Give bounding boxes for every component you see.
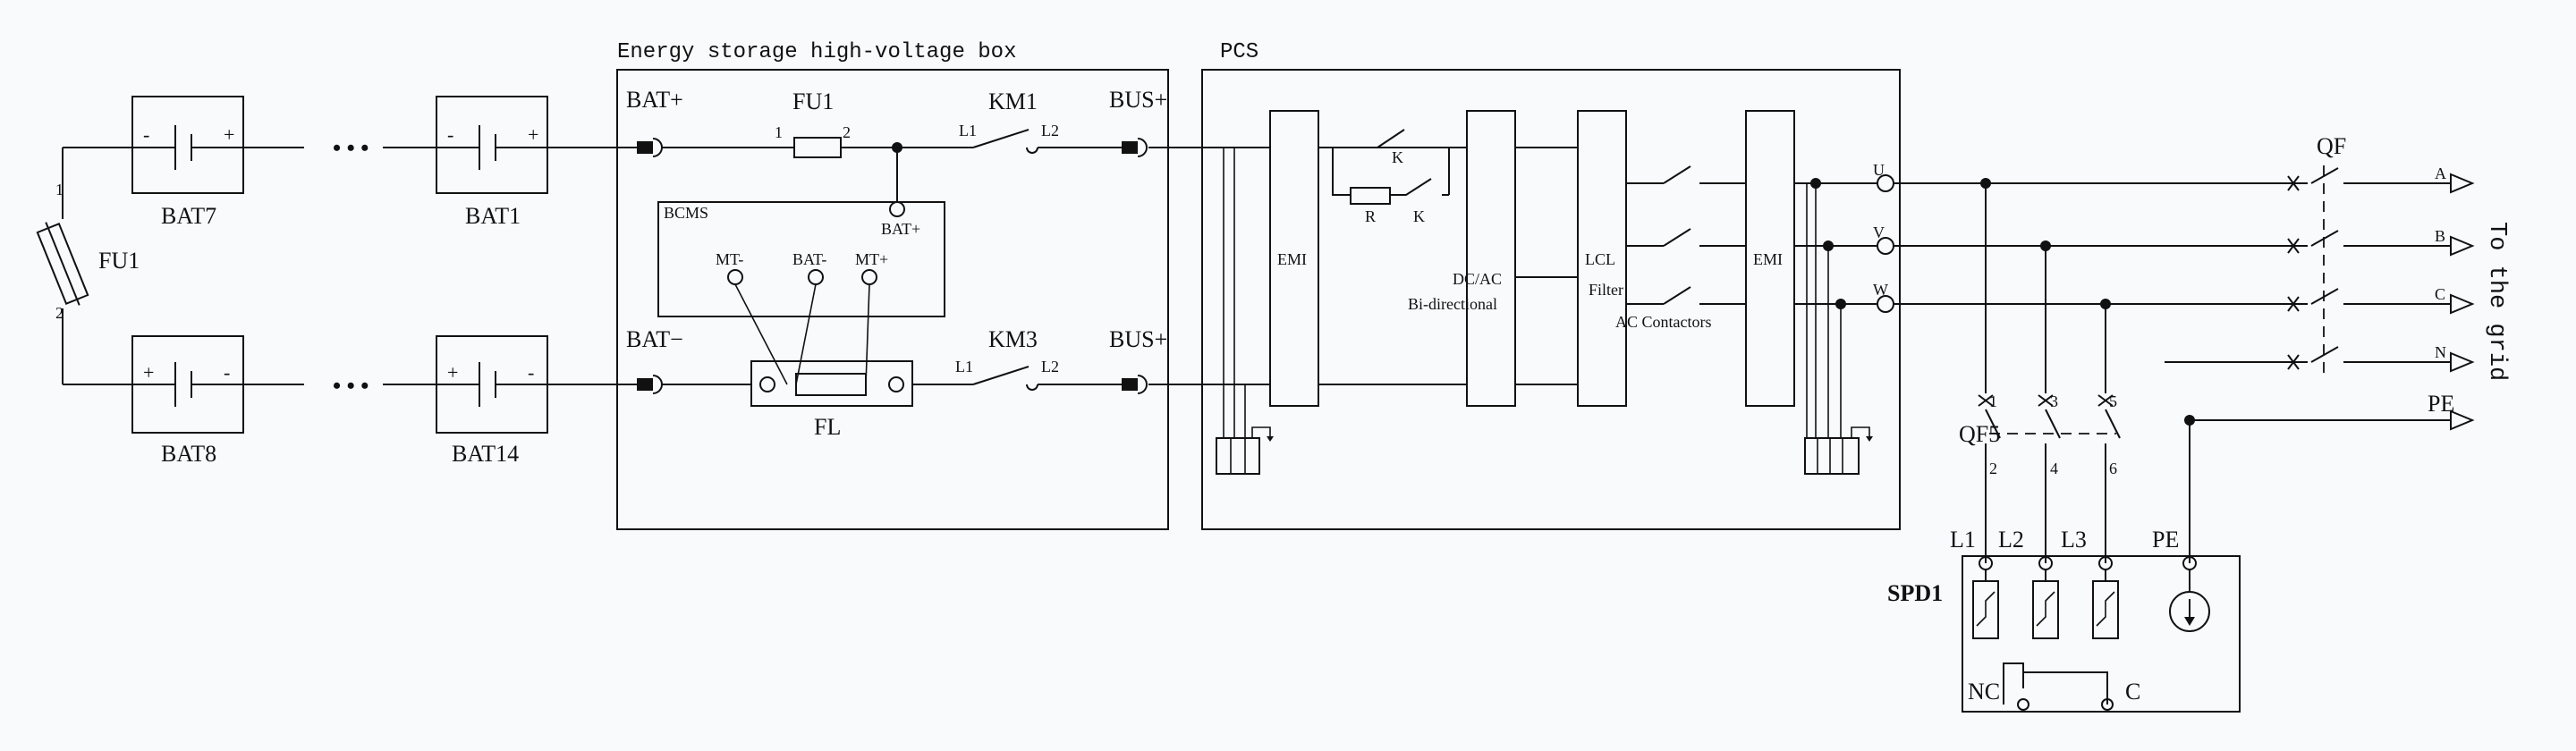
mt-plus-label: MT+: [855, 250, 888, 268]
breaker-qf5: [1978, 183, 2121, 563]
fu1-label: FU1: [792, 89, 834, 114]
fuse-fu1-left: [36, 222, 89, 306]
bat1-label: BAT1: [465, 203, 521, 229]
emi1-label: EMI: [1277, 250, 1307, 268]
pcs-unit: PCS EMI K: [1148, 40, 1901, 530]
battery-bat1: - +: [436, 96, 548, 194]
filter-label: Filter: [1589, 281, 1623, 299]
ac-contactors-label: AC Contactors: [1615, 313, 1712, 331]
qf5-pin1: 1: [1989, 392, 1997, 410]
shunt-fl: [734, 283, 913, 407]
ground-filter-right: [1804, 426, 1873, 475]
svg-text:+: +: [528, 123, 538, 146]
high-voltage-box: Energy storage high-voltage box BAT+ BAT…: [616, 40, 1169, 530]
bat14-label: BAT14: [452, 441, 519, 467]
grid-connection: QF A B C N PE To the grid QF5: [1887, 133, 2510, 713]
bat8-label: BAT8: [161, 441, 216, 467]
mt-minus-label: MT-: [716, 250, 743, 268]
phase-c-label: C: [2435, 285, 2445, 303]
qf5-pin2: 2: [1989, 460, 1997, 477]
fuse-fu1: [793, 137, 842, 158]
km1-l1: L1: [959, 122, 977, 139]
bus-plus-bottom-label: BUS+: [1109, 326, 1167, 352]
svg-text:+: +: [143, 361, 154, 384]
km1-label: KM1: [988, 89, 1038, 114]
battery-string: 1 2 FU1 - + BAT7 - + BAT1: [36, 96, 637, 467]
breaker-qf: [2287, 165, 2451, 376]
battery-bat14: + -: [436, 335, 548, 434]
u-label: U: [1873, 161, 1885, 179]
bidirectional-label: Bi-directional: [1408, 295, 1497, 313]
nc-label: NC: [1968, 679, 2000, 705]
qf5-pin6: 6: [2109, 460, 2117, 477]
bat7-label: BAT7: [161, 203, 216, 229]
fu1-pin1: 1: [775, 123, 783, 141]
fl-label: FL: [814, 414, 841, 440]
svg-text:+: +: [224, 123, 234, 146]
fu1-left-pin1-label: 1: [55, 181, 64, 198]
hv-box-title: Energy storage high-voltage box: [617, 40, 1016, 64]
qf5-pin5: 5: [2109, 392, 2117, 410]
km3-label: KM3: [988, 326, 1038, 352]
r-label: R: [1365, 207, 1376, 225]
v-label: V: [1873, 224, 1885, 241]
km3-l1: L1: [955, 358, 973, 376]
bat-minus-label: BAT−: [626, 326, 683, 352]
svg-text:-: -: [224, 361, 230, 384]
to-grid-label: To the grid: [2483, 222, 2510, 381]
battery-bat7: - +: [131, 96, 244, 194]
contactor-km1: [972, 129, 1122, 154]
qf5-pin4: 4: [2050, 460, 2058, 477]
bcms-bat-plus: BAT+: [881, 220, 920, 238]
precharge-network: [1332, 129, 1450, 205]
phase-b-label: B: [2435, 227, 2445, 245]
spd-l1-label: L1: [1950, 527, 1976, 553]
spd-l2-label: L2: [1998, 527, 2024, 553]
fu1-left-label: FU1: [98, 248, 140, 274]
ellipsis-bottom: • • •: [333, 373, 369, 399]
surge-protector-spd1: [1962, 555, 2241, 713]
fu1-pin2: 2: [843, 123, 851, 141]
svg-text:-: -: [143, 123, 149, 146]
ac-contactors: [1626, 165, 1746, 305]
c-terminal-label: C: [2125, 679, 2140, 705]
contactor-km3: [972, 366, 1122, 391]
svg-text:-: -: [528, 361, 534, 384]
dcac-label: DC/AC: [1453, 270, 1502, 288]
spd-l3-label: L3: [2061, 527, 2087, 553]
svg-text:-: -: [447, 123, 453, 146]
fu1-left-pin2-label: 2: [55, 304, 64, 322]
emi-filter-2: [1745, 110, 1795, 407]
lcl-filter: [1577, 110, 1627, 407]
phase-a-label: A: [2435, 165, 2446, 182]
qf-label: QF: [2317, 133, 2346, 159]
svg-text:+: +: [447, 361, 458, 384]
ellipsis-top: • • •: [333, 135, 369, 161]
neutral-label: N: [2435, 343, 2446, 361]
w-label: W: [1873, 281, 1888, 299]
pe-label: PE: [2428, 391, 2454, 417]
k1-label: K: [1392, 148, 1403, 166]
dcac-converter: [1466, 110, 1516, 407]
lcl-label: LCL: [1585, 250, 1615, 268]
bcms-label: BCMS: [664, 204, 708, 222]
battery-bat8: + -: [131, 335, 244, 434]
bcms-unit: [657, 201, 945, 317]
spd1-label: SPD1: [1887, 580, 1943, 606]
bcms-bat-minus-label: BAT-: [792, 250, 826, 268]
qf5-pin3: 3: [2050, 392, 2058, 410]
km1-l2: L2: [1041, 122, 1059, 139]
k2-label: K: [1413, 207, 1425, 225]
bat-plus-label: BAT+: [626, 87, 683, 113]
emi-filter-1: [1269, 110, 1319, 407]
emi2-label: EMI: [1753, 250, 1783, 268]
km3-l2: L2: [1041, 358, 1059, 376]
pcs-title: PCS: [1220, 40, 1258, 64]
qf5-label: QF5: [1959, 421, 2000, 447]
spd-pe-label: PE: [2152, 527, 2179, 553]
bus-plus-top-label: BUS+: [1109, 87, 1167, 113]
ground-filter-left: [1216, 426, 1274, 475]
